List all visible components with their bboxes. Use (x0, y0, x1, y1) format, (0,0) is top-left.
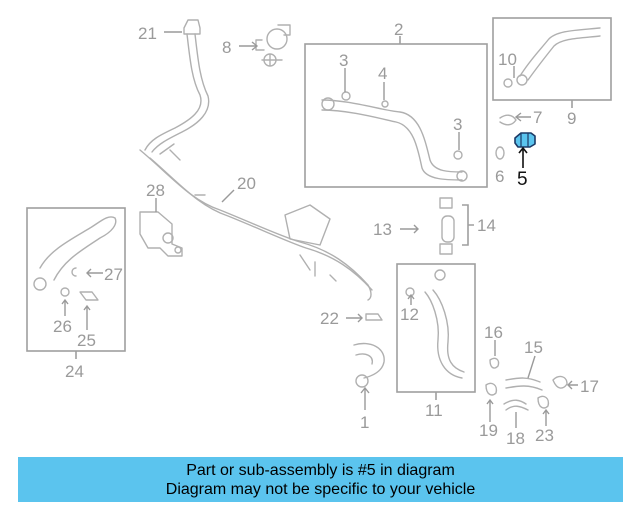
bracket-14 (462, 204, 474, 246)
banner-line-1: Part or sub-assembly is #5 in diagram (186, 462, 455, 479)
part-7-clamp (499, 114, 517, 126)
leader-lines (61, 31, 578, 428)
callout-14: 14 (477, 216, 496, 235)
callout-1: 1 (360, 413, 369, 432)
callout-19: 19 (479, 421, 498, 440)
parts-diagram: 21 8 2 3 4 3 10 7 9 6 5 20 28 13 14 27 2… (26, 17, 612, 448)
group-box-2 (304, 36, 488, 188)
callout-21: 20 (237, 174, 256, 193)
callout-5: 5 (517, 169, 528, 190)
callout-23: 22 (320, 309, 339, 328)
part-2-pipe (321, 91, 468, 182)
callout-17: 17 (580, 377, 599, 396)
part-28-housing (139, 211, 183, 257)
callout-6: 6 (495, 167, 504, 186)
group-box-9 (492, 17, 612, 108)
callout-13: 13 (373, 220, 392, 239)
part-1-hose (353, 342, 385, 388)
part-6-washer (495, 146, 505, 160)
callout-3-bottom: 3 (453, 115, 462, 134)
callout-26: 26 (53, 317, 72, 336)
callout-9: 9 (567, 109, 576, 128)
parts-15-to-20 (485, 357, 568, 411)
callout-24: 24 (65, 362, 84, 381)
callout-15: 15 (524, 338, 543, 357)
part-23-connector (365, 313, 383, 321)
callout-20: 23 (535, 426, 554, 445)
group-box-11 (396, 263, 476, 400)
callout-10: 10 (498, 50, 517, 69)
part-21-pipe (139, 143, 373, 301)
callout-25: 25 (77, 331, 96, 350)
callout-4: 4 (378, 64, 387, 83)
callout-8: 8 (222, 38, 231, 57)
part-11-pipe (405, 269, 465, 379)
callout-3-top: 3 (339, 51, 348, 70)
callout-11: 11 (425, 401, 443, 420)
part-13-hose (439, 197, 455, 255)
callout-2: 2 (394, 20, 403, 39)
callout-16: 16 (484, 323, 503, 342)
callout-18: 18 (506, 429, 525, 448)
callout-7: 7 (533, 108, 542, 127)
callout-22: 21 (138, 24, 157, 43)
callout-28: 28 (146, 181, 165, 200)
part-22-hose (144, 19, 210, 153)
banner-line-2: Diagram may not be specific to your vehi… (165, 481, 476, 498)
callout-labels: 21 8 2 3 4 3 10 7 9 6 5 20 28 13 14 27 2… (53, 20, 599, 448)
group-box-24 (26, 207, 126, 359)
callout-12: 12 (400, 305, 419, 324)
part-8-thermostat (255, 24, 291, 67)
part-10-pipe (503, 27, 601, 88)
part-24-group (33, 216, 117, 301)
callout-27: 27 (104, 265, 123, 284)
info-banner: Part or sub-assembly is #5 in diagram Di… (18, 457, 623, 502)
part-5-sensor (514, 132, 536, 148)
